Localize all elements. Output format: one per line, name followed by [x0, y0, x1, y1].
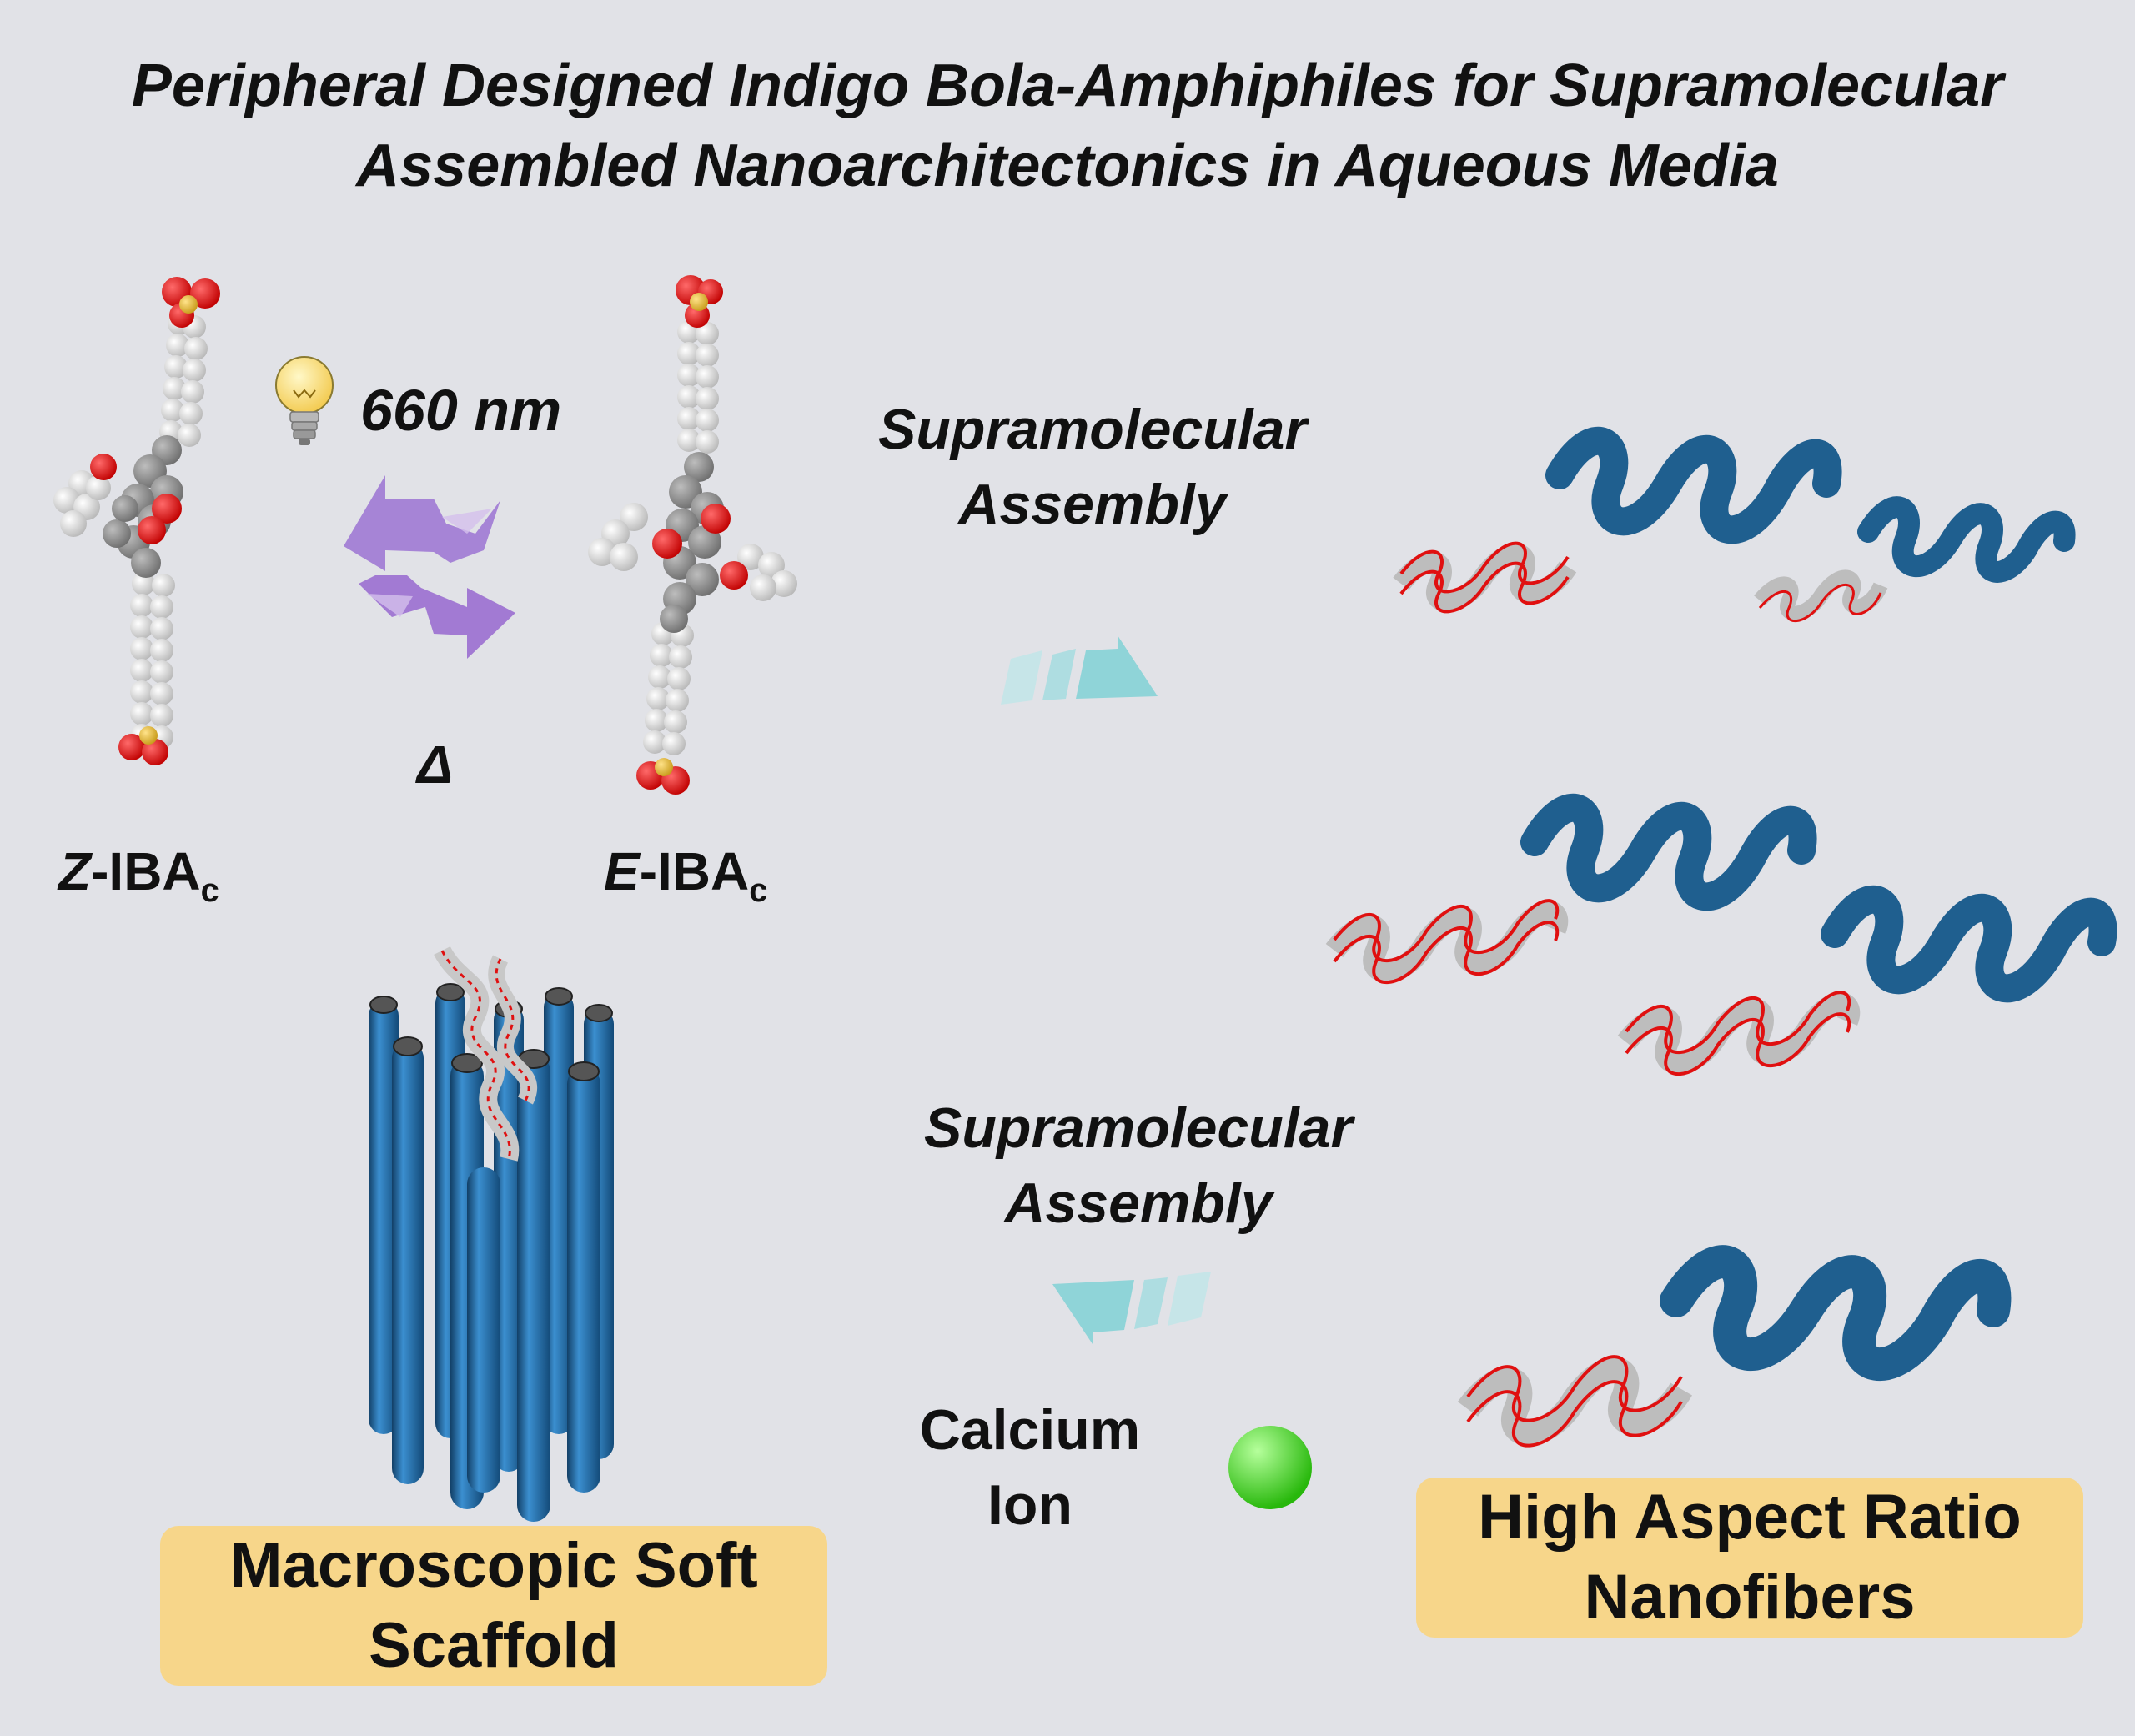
light-bulb-icon [275, 356, 334, 445]
z-prefix: Z [58, 841, 92, 901]
scaffold-line-1: Macroscopic Soft [229, 1530, 758, 1601]
e-iba-subscript: c [749, 871, 768, 909]
assembly-lower-line-1: Supramolecular [924, 1096, 1353, 1160]
assembly-arrow-upper-icon [1001, 635, 1158, 705]
z-iba-label: Z-IBAc [58, 840, 219, 910]
thermal-delta-label: Δ [417, 735, 453, 795]
nanofibers-line-2: Nanofibers [1584, 1562, 1916, 1633]
soft-scaffold-illustration [369, 946, 614, 1522]
wavelength-label: 660 nm [360, 378, 562, 443]
nanofibers-illustration [1325, 426, 2117, 1448]
assembly-label-lower: Supramolecular Assembly [905, 1091, 1372, 1241]
assembly-lower-line-2: Assembly [1004, 1172, 1273, 1235]
calcium-line-1: Calcium [919, 1398, 1141, 1462]
calcium-line-2: Ion [987, 1473, 1073, 1537]
title-line-1: Peripheral Designed Indigo Bola-Amphiphi… [131, 53, 2004, 119]
scaffold-line-2: Scaffold [369, 1610, 619, 1681]
assembly-label-upper: Supramolecular Assembly [859, 392, 1326, 542]
nanofibers-box: High Aspect Ratio Nanofibers [1416, 1478, 2083, 1638]
e-iba-molecule [588, 275, 797, 795]
assembly-arrow-lower-icon [1052, 1272, 1211, 1344]
e-iba-label: E-IBAc [604, 840, 767, 910]
assembly-upper-line-1: Supramolecular [878, 398, 1307, 461]
photo-switch-arrows-icon [344, 475, 515, 659]
z-iba-name: -IBA [91, 841, 201, 901]
e-prefix: E [604, 841, 640, 901]
calcium-ion-icon [1228, 1426, 1312, 1509]
e-iba-name: -IBA [639, 841, 750, 901]
title-line-2: Assembled Nanoarchitectonics in Aqueous … [356, 133, 1779, 199]
z-iba-subscript: c [200, 871, 219, 909]
macroscopic-scaffold-box: Macroscopic Soft Scaffold [160, 1526, 827, 1686]
assembly-upper-line-2: Assembly [958, 473, 1227, 536]
nanofibers-line-1: High Aspect Ratio [1478, 1482, 2022, 1553]
calcium-ion-label: Calcium Ion [884, 1392, 1176, 1543]
z-iba-molecule [53, 277, 220, 765]
